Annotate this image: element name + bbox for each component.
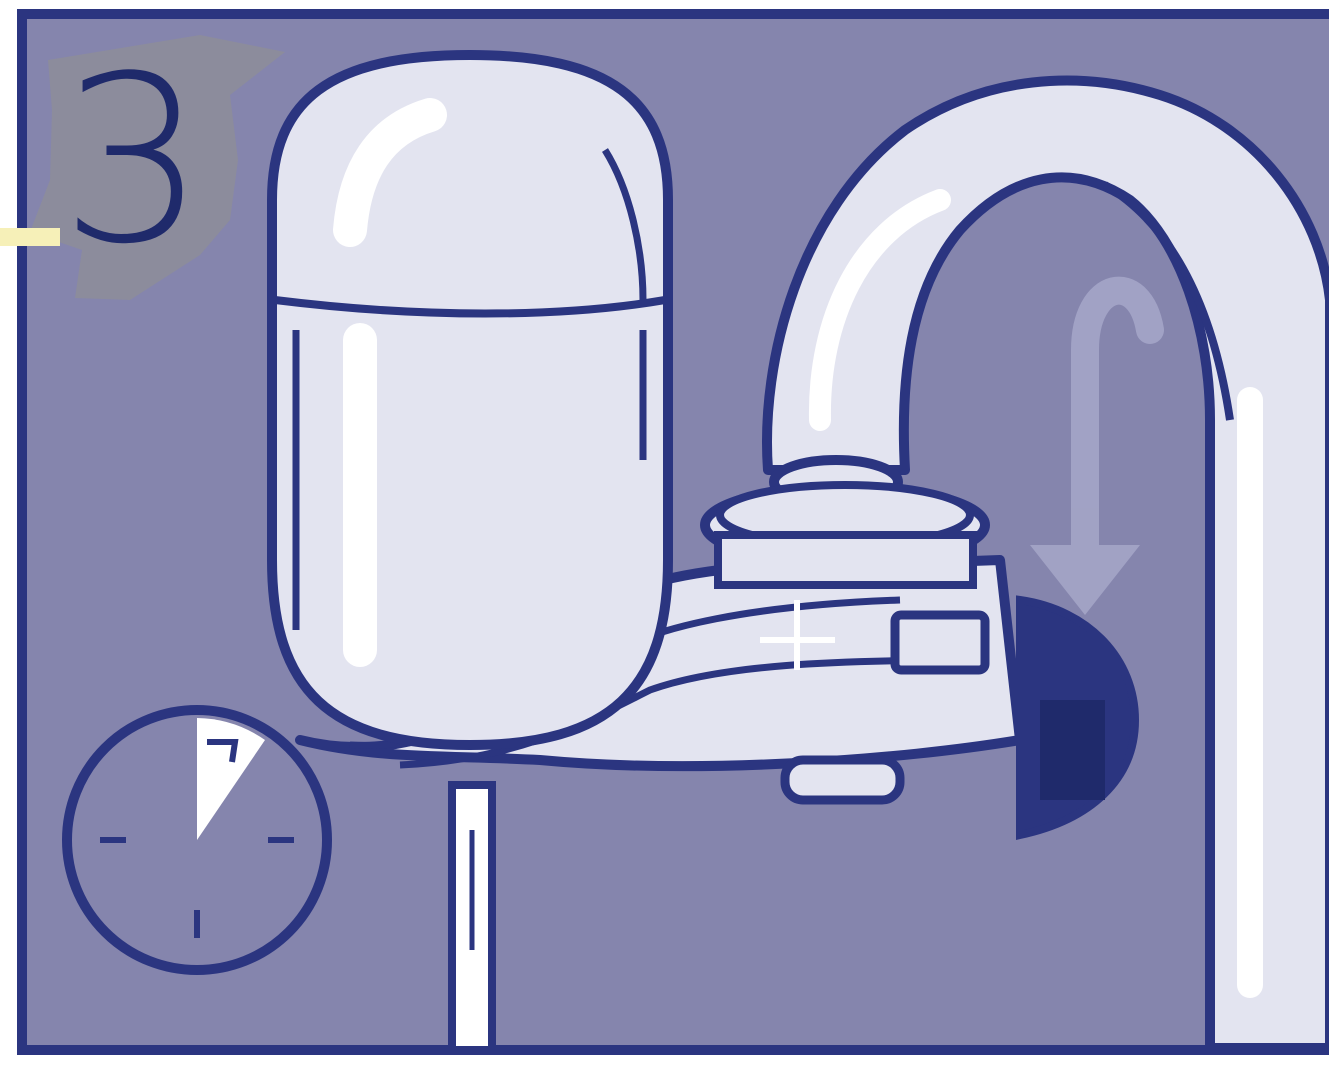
water-stream xyxy=(452,785,492,1050)
clock-icon xyxy=(67,710,327,970)
water-filter-icon xyxy=(272,55,668,745)
step-number: 3 xyxy=(60,28,206,295)
